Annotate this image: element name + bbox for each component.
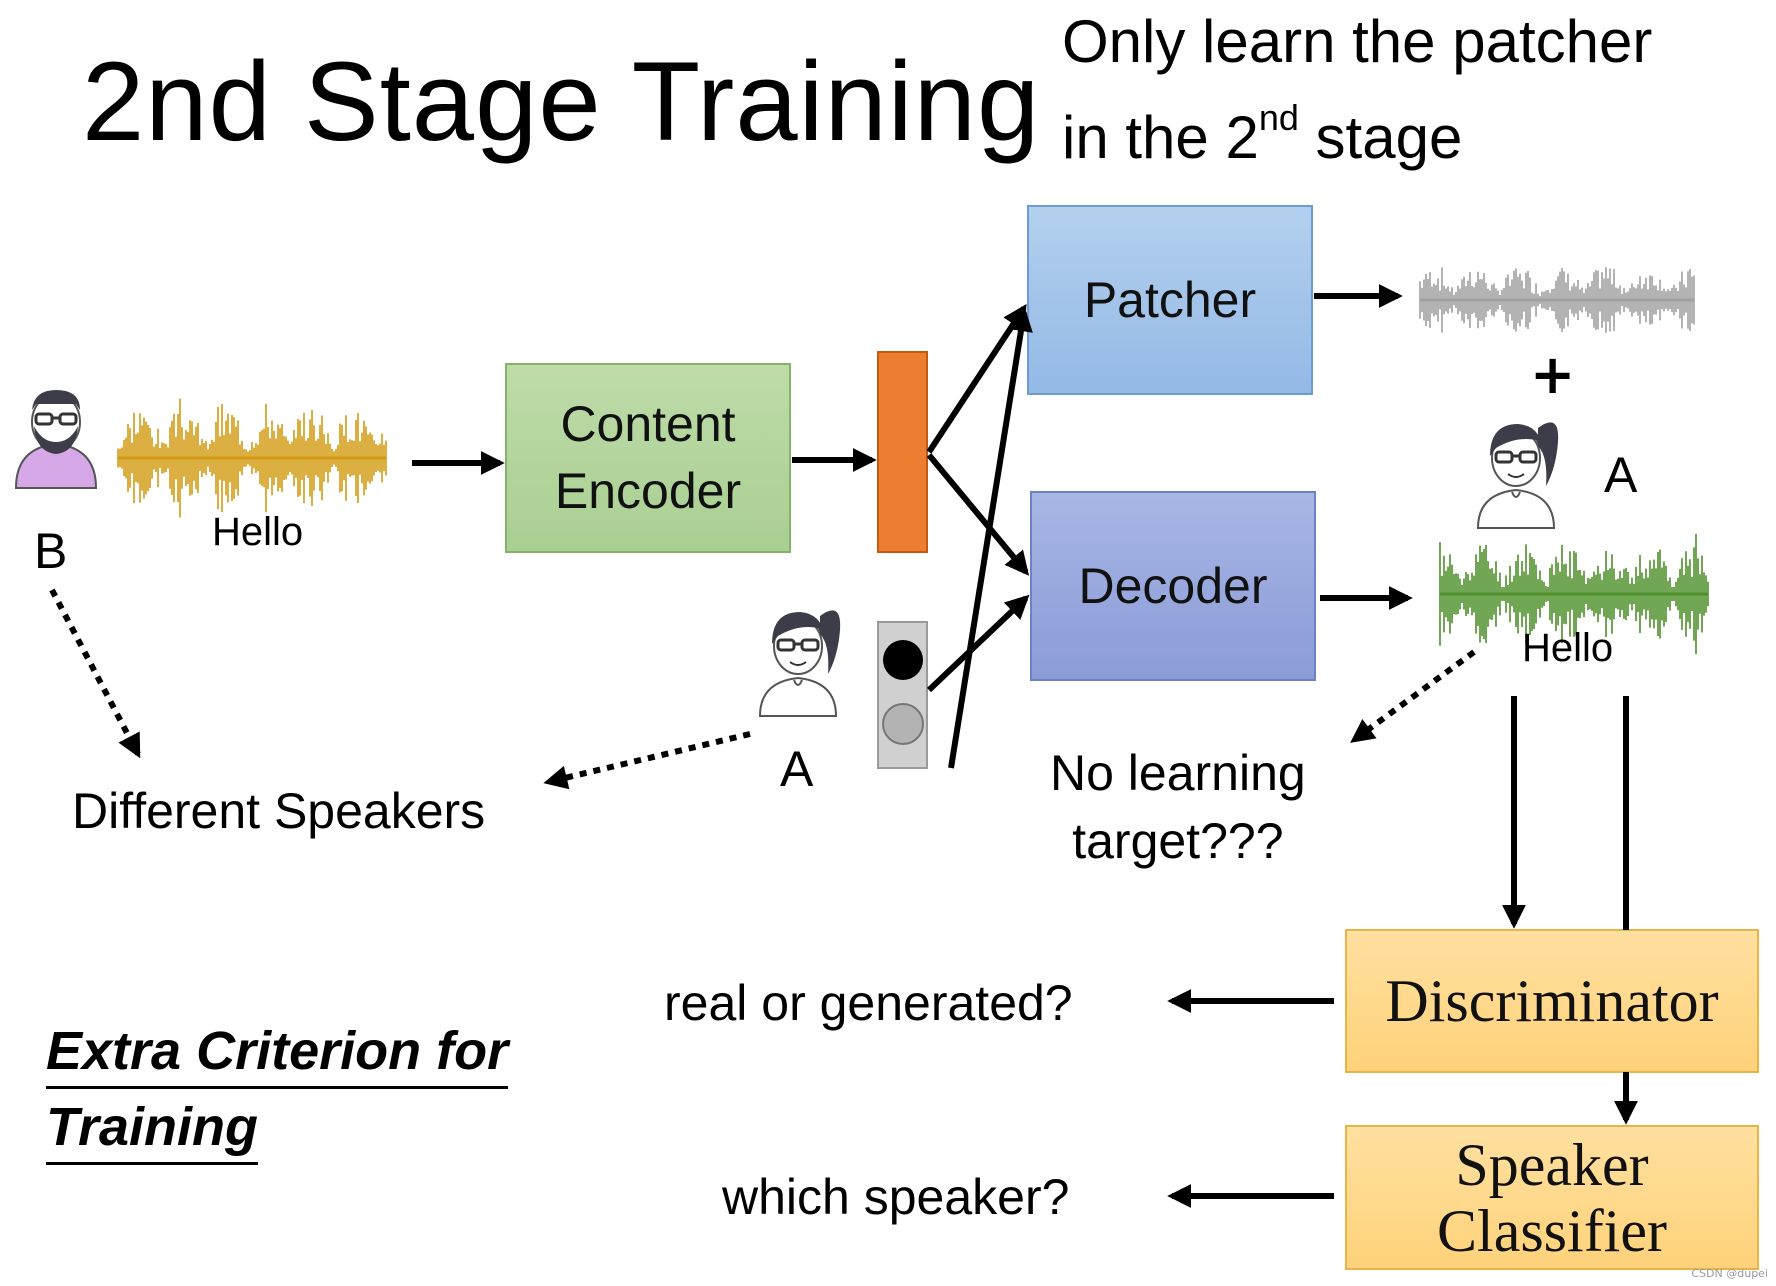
no-learning-target-text: No learning target??? (1050, 740, 1306, 875)
watermark: CSDN @dupei (1691, 1267, 1768, 1280)
speaker-b-label: B (34, 523, 68, 579)
patcher-block (1027, 205, 1313, 395)
extra-criterion-line-2-text: Training (46, 1096, 259, 1165)
note-line-2-prefix: in the 2 (1062, 104, 1259, 171)
speaker-a-label: A (780, 741, 814, 797)
input-word-label: Hello (212, 510, 304, 554)
onehot-inactive-dot (882, 703, 924, 745)
patcher-label: Patcher (1083, 272, 1257, 328)
real-or-generated-text: real or generated? (664, 975, 1073, 1031)
arrow-onehot-to-patcher (948, 307, 1033, 769)
note-line-2-suffix: stage (1298, 104, 1463, 171)
speaker-classifier-block (1345, 1125, 1759, 1270)
no-learning-target-line-2: target??? (1072, 812, 1284, 869)
speaker-classifier-label: Speaker Classifier (1346, 1126, 1758, 1269)
onehot-active-dot (883, 640, 923, 680)
decoder-output-waveform (1439, 533, 1709, 655)
plus-sign: + (1530, 343, 1576, 406)
which-speaker-text: which speaker? (722, 1169, 1070, 1225)
content-encoder-label: Content Encoder (506, 364, 790, 552)
extra-criterion-line-1: Extra Criterion for (46, 1020, 509, 1089)
speaker-classifier-label-line-1: Speaker (1455, 1131, 1649, 1198)
speaker-a-right-label: A (1604, 447, 1638, 503)
speaker-b-avatar-icon (14, 390, 98, 489)
arrow-latent-to-patcher (926, 303, 1027, 454)
content-encoder-label-line-1: Content (560, 395, 736, 452)
output-word-label: Hello (1522, 626, 1614, 670)
note-line-2: in the 2nd stage (1062, 100, 1462, 168)
slide-title: 2nd Stage Training (82, 39, 1041, 164)
no-learning-target-line-1: No learning (1050, 745, 1306, 801)
extra-criterion-line-2: Training (46, 1096, 259, 1165)
dotted-arrow-a-to-different (543, 731, 751, 790)
note-superscript: nd (1258, 97, 1299, 138)
patcher-output-waveform (1419, 267, 1695, 333)
different-speakers-text: Different Speakers (72, 783, 486, 839)
speaker-a-avatar-icon (758, 610, 841, 717)
content-encoder-block (505, 363, 791, 553)
decoder-block (1030, 491, 1316, 681)
discriminator-block (1345, 929, 1759, 1073)
extra-criterion-line-1-text: Extra Criterion for (46, 1020, 509, 1089)
dotted-arrow-hello-to-nolearning (1350, 649, 1476, 743)
decoder-label: Decoder (1078, 558, 1268, 614)
input-waveform (117, 398, 387, 518)
content-latent-vector (877, 351, 928, 553)
speaker-a-avatar-right-icon (1476, 422, 1559, 529)
content-encoder-label-line-2: Encoder (554, 463, 742, 519)
speaker-classifier-label-line-2: Classifier (1437, 1197, 1667, 1264)
note-line-1: Only learn the patcher (1062, 8, 1653, 75)
discriminator-label: Discriminator (1385, 967, 1719, 1034)
dotted-arrow-b-to-different (49, 588, 141, 759)
arrow-onehot-to-decoder (926, 594, 1030, 693)
arrow-latent-to-decoder (926, 453, 1030, 576)
